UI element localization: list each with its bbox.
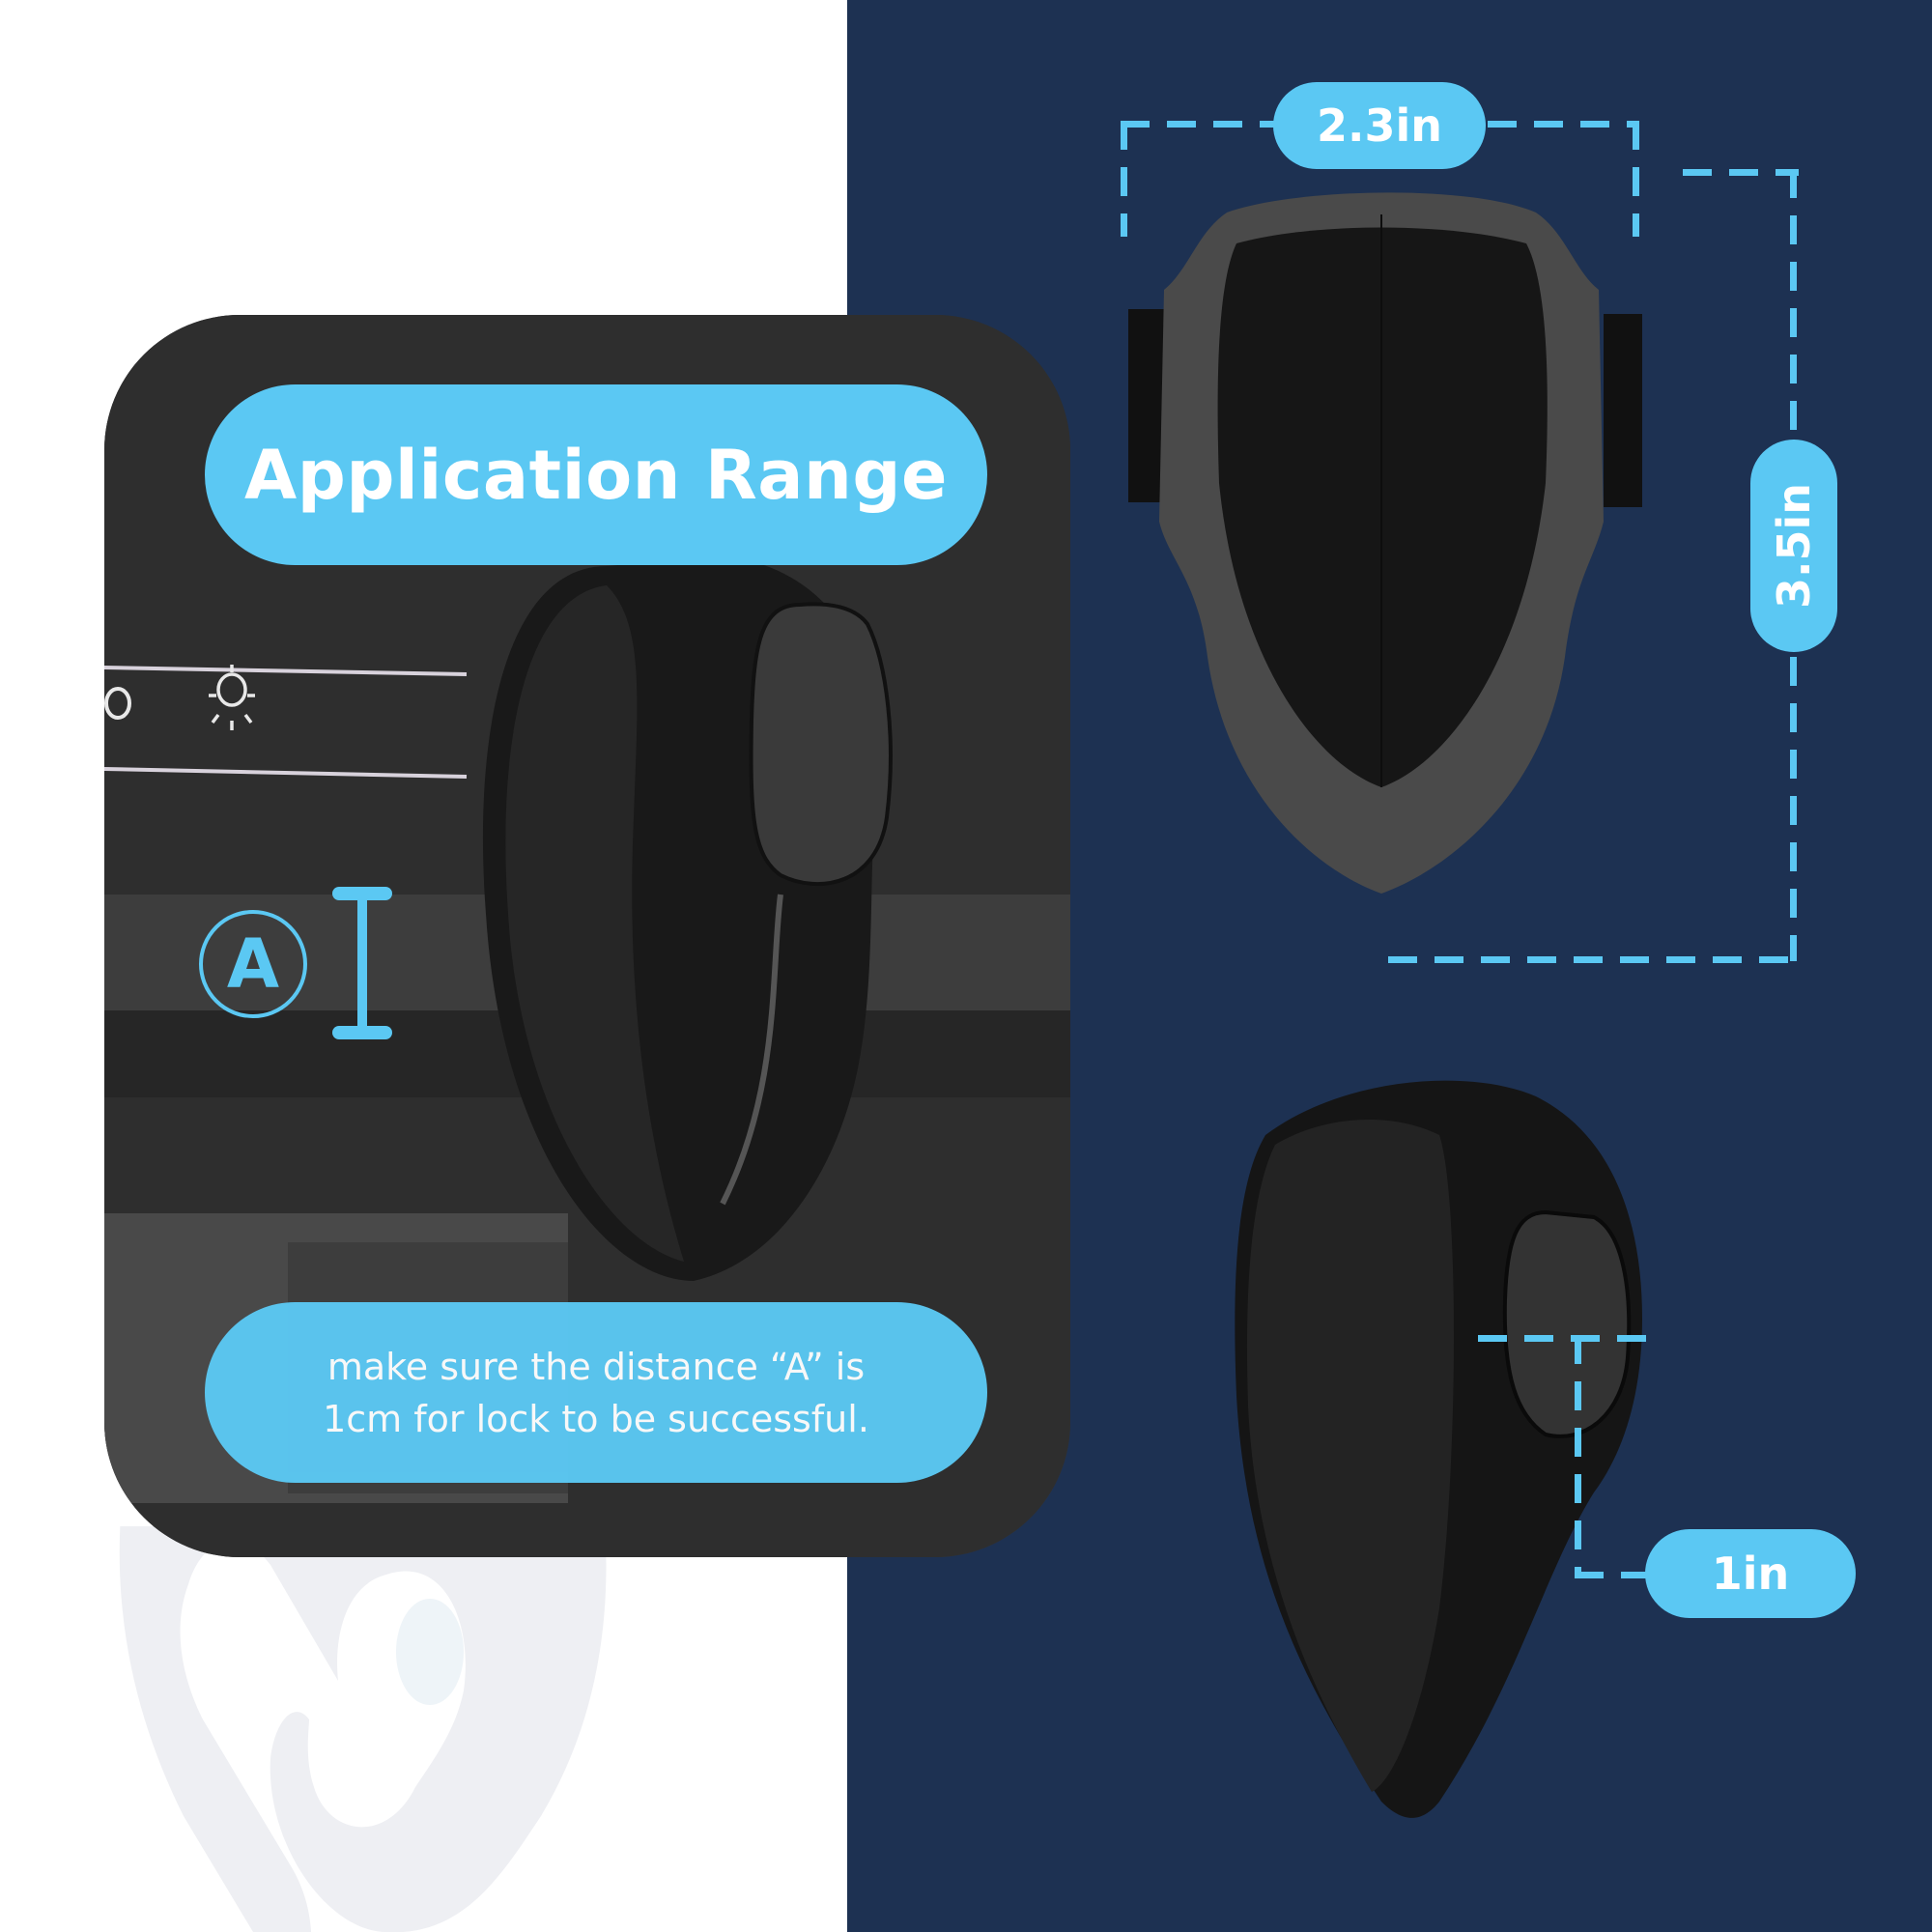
distance-a-bracket-bottom: [332, 1026, 392, 1039]
depth-dimension-label: 1in: [1711, 1548, 1790, 1600]
distance-a-label: A: [226, 924, 280, 1004]
height-dimension-label: 3.5in: [1768, 482, 1821, 610]
width-dimension-line-left: [1121, 121, 1275, 128]
distance-a-marker: A: [199, 910, 307, 1018]
instruction-line-1: make sure the distance “A” is: [327, 1345, 866, 1388]
height-dimension-tick-bottom: [1388, 956, 1797, 963]
instruction-pill: make sure the distance “A” is 1cm for lo…: [205, 1302, 987, 1483]
product-side-view: [1235, 1080, 1642, 1818]
light-bulb-icon: [209, 665, 255, 730]
height-dimension-line-top: [1790, 169, 1797, 440]
distance-a-bracket: [357, 891, 367, 1036]
width-dimension-badge: 2.3in: [1273, 82, 1486, 169]
brand-logo-watermark-icon: [119, 1526, 607, 1932]
instruction-line-2: 1cm for lock to be successful.: [323, 1397, 869, 1440]
page-title: Application Range: [244, 435, 948, 515]
height-dimension-badge: 3.5in: [1750, 440, 1837, 652]
width-dimension-label: 2.3in: [1316, 99, 1442, 152]
depth-dimension-line-top: [1478, 1335, 1647, 1342]
width-dimension-tick-left: [1121, 121, 1127, 237]
depth-dimension-line-vertical: [1575, 1335, 1581, 1577]
depth-dimension-line-bottom: [1575, 1572, 1647, 1578]
product-front-view: [1128, 192, 1642, 894]
title-pill: Application Range: [205, 384, 987, 565]
height-dimension-tick-top: [1683, 169, 1799, 176]
depth-dimension-badge: 1in: [1645, 1529, 1856, 1618]
height-dimension-line-bottom: [1790, 657, 1797, 961]
width-dimension-tick-right: [1633, 121, 1639, 237]
width-dimension-line-right: [1488, 121, 1637, 128]
distance-a-bracket-top: [332, 887, 392, 900]
